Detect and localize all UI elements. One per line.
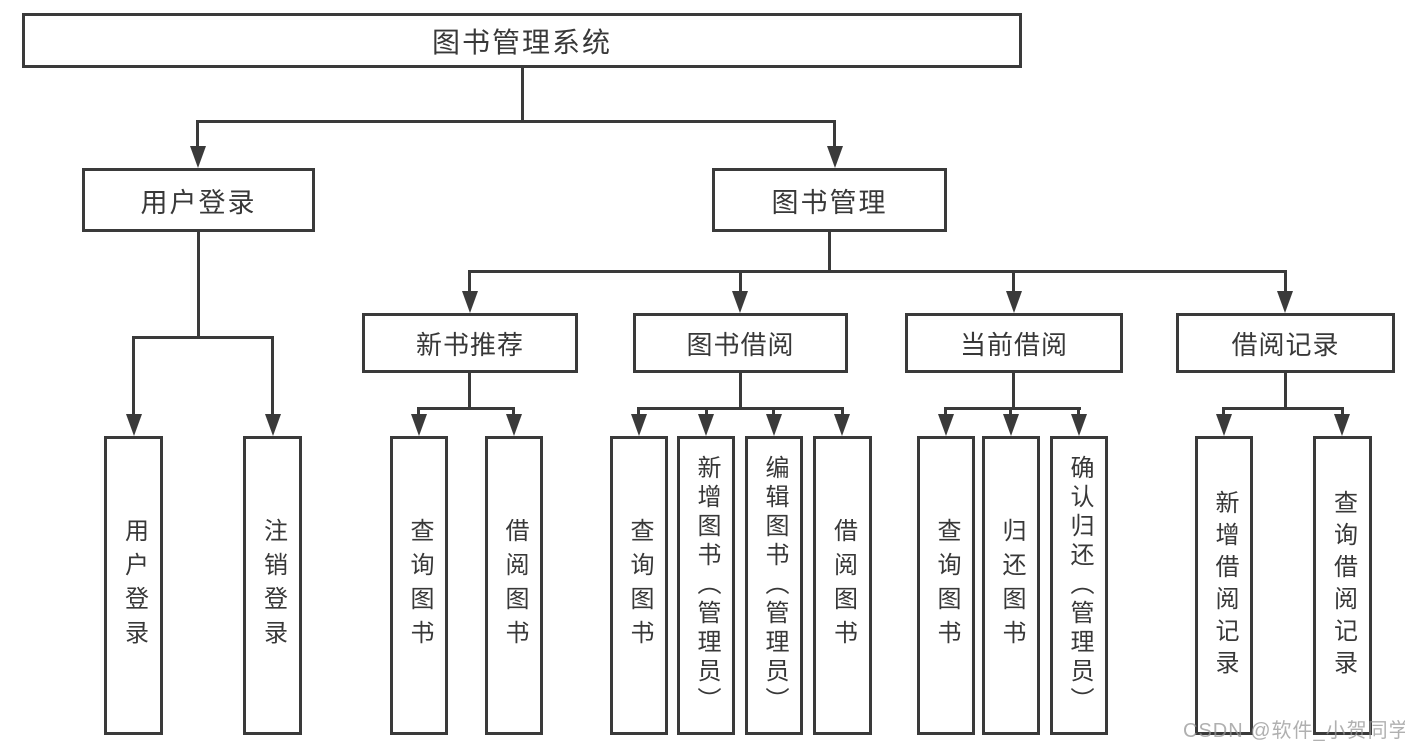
connector-stem — [705, 407, 708, 416]
connector-book-management-drop — [828, 232, 831, 273]
arrow-down-icon — [827, 146, 843, 168]
connector-stem — [1009, 407, 1012, 416]
arrow-down-icon — [1071, 414, 1087, 436]
connector-current-borrowing-drop — [1012, 373, 1015, 410]
arrow-down-icon — [462, 291, 478, 313]
connector-stem-user-login — [196, 120, 199, 148]
leaf-query-books-current: 查询图书 — [917, 436, 975, 735]
connector-stem — [772, 407, 775, 416]
arrow-down-icon — [506, 414, 522, 436]
leaf-return-books: 归还图书 — [982, 436, 1040, 735]
connector-book-borrowing-drop — [739, 373, 742, 410]
leaf-borrow-books-borrowing: 借阅图书 — [813, 436, 872, 735]
connector-stem-book-management — [833, 120, 836, 148]
connector-stem — [1341, 407, 1344, 416]
connector-book-management-bar — [468, 270, 1287, 273]
leaf-logout-login: 注销登录 — [243, 436, 302, 735]
arrow-down-icon — [766, 414, 782, 436]
leaf-confirm-return-admin: 确认归还（管理员） — [1050, 436, 1108, 735]
node-book-borrowing: 图书借阅 — [633, 313, 848, 373]
node-root: 图书管理系统 — [22, 13, 1022, 68]
connector-stem — [1077, 407, 1080, 416]
connector-stem — [637, 407, 640, 416]
connector-stem — [417, 407, 420, 416]
leaf-user-login: 用户登录 — [104, 436, 163, 735]
node-current-borrowing: 当前借阅 — [905, 313, 1123, 373]
arrow-down-icon — [631, 414, 647, 436]
arrow-down-icon — [126, 414, 142, 436]
arrow-down-icon — [834, 414, 850, 436]
arrow-down-icon — [698, 414, 714, 436]
leaf-add-books-admin: 新增图书（管理员） — [677, 436, 735, 735]
connector-new-book-bar — [417, 407, 515, 410]
arrow-down-icon — [1277, 291, 1293, 313]
leaf-borrow-books-recommend: 借阅图书 — [485, 436, 543, 735]
connector-current-borrowing-bar — [944, 407, 1081, 410]
arrow-down-icon — [1216, 414, 1232, 436]
connector-user-login-bar — [132, 336, 274, 339]
connector-borrowing-records-bar — [1222, 407, 1344, 410]
leaf-query-books-borrowing: 查询图书 — [610, 436, 668, 735]
arrow-down-icon — [1334, 414, 1350, 436]
connector-book-borrowing-bar — [637, 407, 844, 410]
connector-borrowing-records-drop — [1284, 373, 1287, 410]
node-user-login: 用户登录 — [82, 168, 315, 232]
arrow-down-icon — [938, 414, 954, 436]
connector-new-book-drop — [468, 373, 471, 410]
connector-stem — [1222, 407, 1225, 416]
connector-stem — [944, 407, 947, 416]
connector-stem-book-borrowing — [739, 270, 742, 294]
connector-stem-current-borrowing — [1012, 270, 1015, 294]
node-borrowing-records: 借阅记录 — [1176, 313, 1395, 373]
arrow-down-icon — [732, 291, 748, 313]
leaf-add-borrow-record: 新增借阅记录 — [1195, 436, 1253, 735]
leaf-query-books-recommend: 查询图书 — [390, 436, 448, 735]
arrow-down-icon — [411, 414, 427, 436]
connector-stem — [841, 407, 844, 416]
connector-stem-new-book — [468, 270, 471, 294]
arrow-down-icon — [1006, 291, 1022, 313]
node-new-book-recommendation: 新书推荐 — [362, 313, 578, 373]
csdn-watermark: CSDN @软件_小贺同学 — [1183, 720, 1405, 742]
connector-user-login-drop — [197, 232, 200, 339]
connector-root-drop — [521, 68, 524, 123]
connector-stem-leaf-logout — [271, 336, 274, 416]
arrow-down-icon — [1003, 414, 1019, 436]
connector-stem-leaf-user-login — [132, 336, 135, 416]
node-book-management: 图书管理 — [712, 168, 947, 232]
leaf-edit-books-admin: 编辑图书（管理员） — [745, 436, 803, 735]
arrow-down-icon — [190, 146, 206, 168]
connector-root-bar — [196, 120, 836, 123]
arrow-down-icon — [265, 414, 281, 436]
leaf-query-borrow-record: 查询借阅记录 — [1313, 436, 1372, 735]
connector-stem-borrowing-records — [1284, 270, 1287, 294]
connector-stem — [512, 407, 515, 416]
